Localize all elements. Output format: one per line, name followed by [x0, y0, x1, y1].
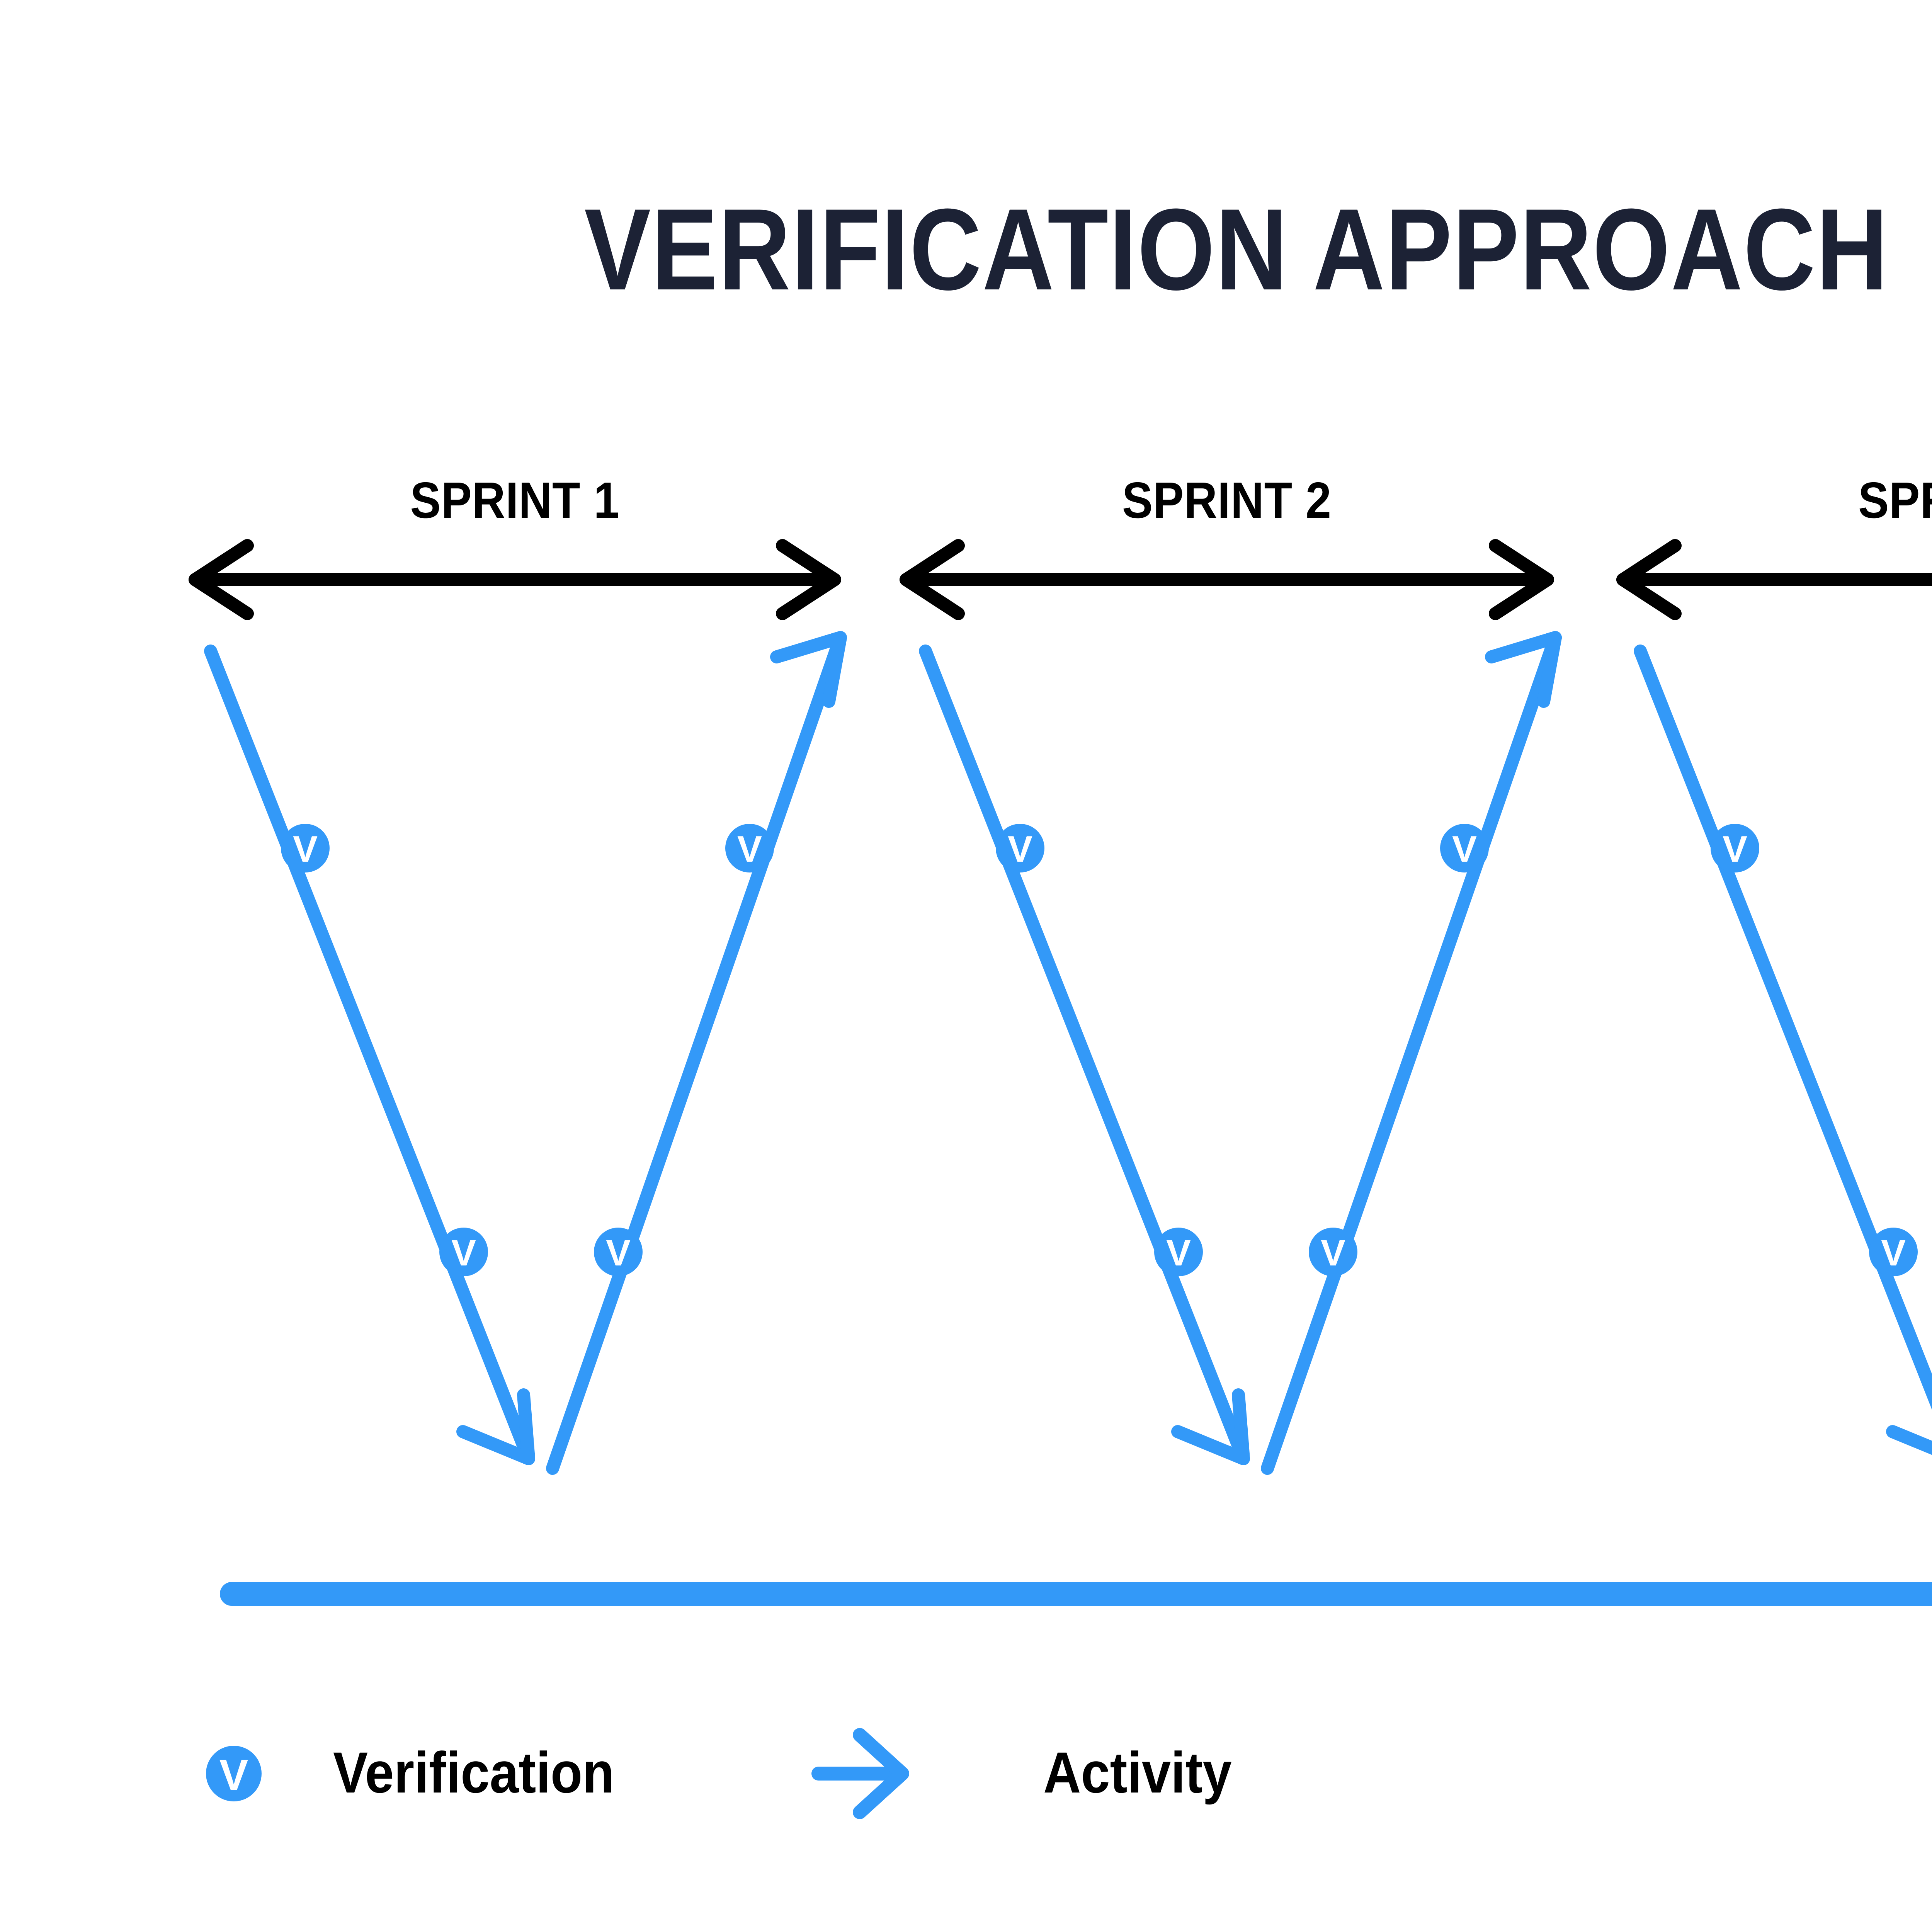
- verification-node-letter: V: [1320, 1232, 1346, 1274]
- verification-node: [1309, 1228, 1357, 1276]
- sprint-bracket-2: [900, 539, 1554, 620]
- sprint-2-down-activity-arrow: [919, 645, 1250, 1465]
- sierralabs-mountain-icon: [1926, 1852, 1932, 1932]
- legend-verification-letter: V: [219, 1751, 248, 1799]
- verification-node-letter: V: [737, 828, 762, 870]
- sprint-bracket-arrows: [189, 539, 1932, 620]
- sprint-2-up-activity-arrow: [1261, 631, 1562, 1475]
- sierralabs-logo: SierraLabs: [1926, 1845, 1932, 1932]
- activity-arrows: [204, 631, 1932, 1475]
- verification-node: [996, 824, 1044, 872]
- verification-node-letter: V: [1722, 828, 1748, 870]
- sprint-label-2: SPRINT 2: [1122, 472, 1332, 529]
- verification-node: [1154, 1228, 1203, 1276]
- legend-activity-label: Activity: [1043, 1740, 1232, 1805]
- verification-node: [725, 824, 774, 872]
- verification-node-letter: V: [1452, 828, 1477, 870]
- verification-node: [594, 1228, 643, 1276]
- legend-activity-arrow: [811, 1728, 909, 1819]
- sprint-3-down-activity-arrow: [1634, 645, 1932, 1455]
- timeline-arrow: [220, 1582, 1932, 1606]
- verification-node-letter: V: [1007, 828, 1033, 870]
- verification-node-letter: V: [293, 828, 318, 870]
- verification-node-letter: V: [1166, 1232, 1191, 1274]
- sprint-1-down-activity-arrow: [204, 645, 535, 1465]
- verification-node: [439, 1228, 488, 1276]
- verification-node: [281, 824, 330, 872]
- verification-node-letter: V: [1881, 1232, 1906, 1274]
- legend-verification-label: Verification: [333, 1740, 614, 1805]
- sprint-1-up-activity-arrow: [546, 631, 847, 1475]
- verification-node-letter: V: [605, 1232, 631, 1274]
- page-title: VERIFICATION APPROACH: [584, 184, 1889, 314]
- verification-nodes: [281, 824, 1918, 1276]
- legend-verification-circle: [206, 1746, 262, 1801]
- verification-node-letter: V: [451, 1232, 476, 1274]
- sprint-label-3: SPRINT 3: [1858, 472, 1932, 529]
- verification-node: [1711, 824, 1759, 872]
- sprint-bracket-3: [1616, 539, 1932, 620]
- sprint-bracket-1: [189, 539, 841, 620]
- verification-node: [1440, 824, 1489, 872]
- verification-node: [1869, 1228, 1918, 1276]
- sprint-label-1: SPRINT 1: [410, 472, 620, 529]
